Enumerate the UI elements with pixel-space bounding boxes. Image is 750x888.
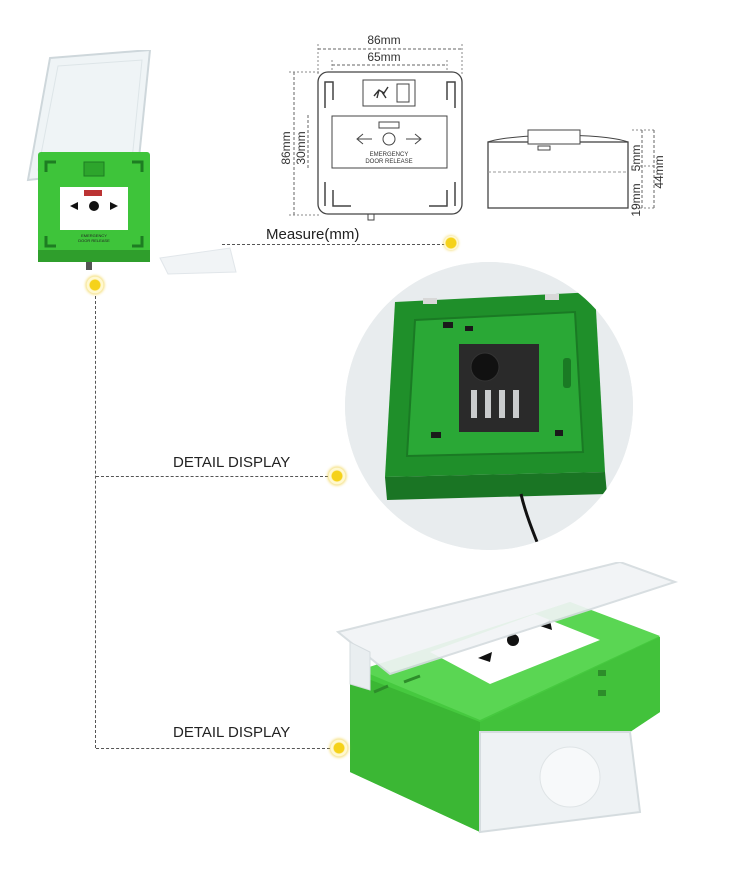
detail-leader-line-1 <box>96 476 328 477</box>
measure-caption: Measure(mm) <box>266 226 360 243</box>
dim-depth-total: 44mm <box>652 155 666 188</box>
dimension-drawing-side: 19mm 5mm 44mm <box>487 129 666 217</box>
dim-width-outer: 86mm <box>367 33 400 47</box>
dim-height-inner: 30mm <box>294 131 308 164</box>
photo-label-line1: EMERGENCY <box>81 233 107 238</box>
dimension-drawing-front: 86mm 65mm 86mm 30mm EMERGENCY DOOR RELEA… <box>279 33 463 221</box>
measure-marker <box>444 236 458 250</box>
dim-height-outer: 86mm <box>279 131 293 164</box>
detail-leader-line-2 <box>96 748 330 749</box>
dim-width-inner: 65mm <box>367 50 400 64</box>
detail-marker-2 <box>330 739 348 757</box>
product-photo-front: EMERGENCY DOOR RELEASE <box>20 48 240 275</box>
drawing-label-line1: EMERGENCY <box>370 152 409 158</box>
product-marker <box>86 276 104 294</box>
main-leader-line <box>95 296 96 748</box>
drawing-label-line2: DOOR RELEASE <box>365 159 412 165</box>
dim-depth-b: 5mm <box>629 145 643 172</box>
detail-caption-2: DETAIL DISPLAY <box>173 724 291 741</box>
pcb-detail-photo <box>345 262 633 550</box>
measure-leader-line <box>222 244 450 245</box>
detail-marker-1 <box>328 467 346 485</box>
product-photo-angle <box>330 560 680 842</box>
photo-label-line2: DOOR RELEASE <box>78 238 110 243</box>
dim-depth-a: 19mm <box>629 183 643 216</box>
detail-caption-1: DETAIL DISPLAY <box>173 454 291 471</box>
